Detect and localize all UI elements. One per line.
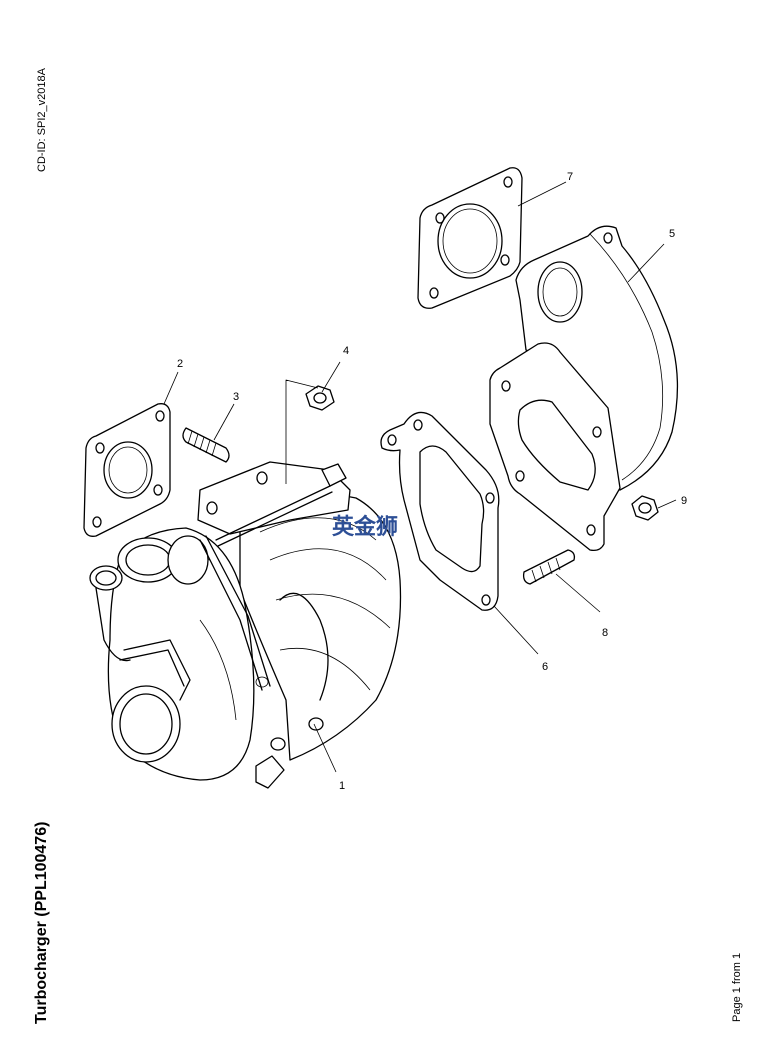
callout-4: 4	[343, 345, 349, 357]
part-8-stud	[522, 549, 576, 585]
callout-3: 3	[233, 391, 239, 403]
part-3-stud	[182, 427, 230, 463]
part-1-turbocharger	[89, 461, 402, 789]
leader-lines	[163, 181, 677, 773]
part-4-nut	[305, 385, 335, 411]
part-2-gasket	[83, 403, 171, 537]
callout-8: 8	[602, 627, 608, 639]
part-7-gasket	[417, 167, 523, 309]
watermark: 英金狮	[332, 514, 398, 540]
part-5-elbow	[489, 225, 679, 552]
callout-7: 7	[567, 171, 573, 183]
callout-2: 2	[177, 358, 183, 370]
callout-9: 9	[681, 495, 687, 507]
part-9-nut	[631, 495, 659, 521]
callout-5: 5	[669, 228, 675, 240]
callout-6: 6	[542, 661, 548, 673]
part-6-gasket	[380, 411, 500, 611]
callout-1: 1	[339, 780, 345, 792]
